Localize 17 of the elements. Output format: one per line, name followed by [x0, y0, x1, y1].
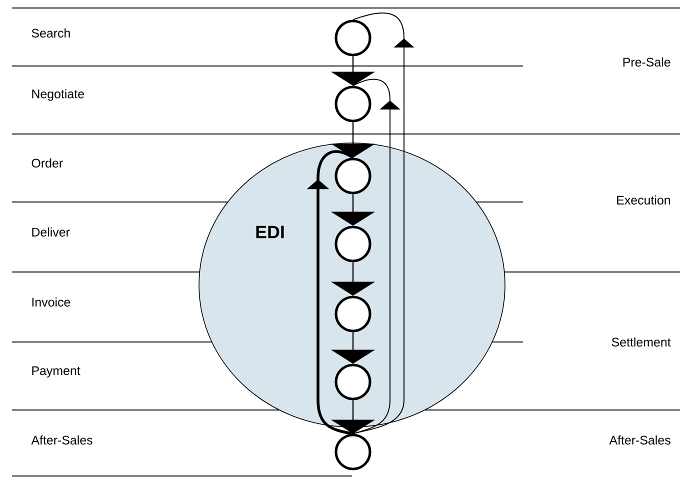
stage-label: Payment — [32, 366, 80, 378]
stage-label: Search — [32, 28, 70, 38]
phase-label: Settlement — [612, 337, 671, 347]
stage-label: Invoice — [32, 297, 70, 307]
stage-label: Negotiate — [32, 89, 84, 101]
return-arrow — [352, 12, 414, 434]
stage-label: Deliver — [32, 227, 70, 237]
step-circle — [334, 86, 372, 122]
phase-label: Execution — [617, 195, 670, 205]
return-arrow — [306, 150, 354, 436]
stage-label: Order — [32, 158, 63, 168]
step-circle — [334, 20, 372, 56]
phase-label: After-Sales — [609, 435, 670, 445]
step-circle — [334, 434, 372, 470]
phase-label: Pre-Sale — [623, 57, 670, 67]
stage-label: After-Sales — [31, 435, 92, 445]
return-arrow — [352, 78, 400, 434]
